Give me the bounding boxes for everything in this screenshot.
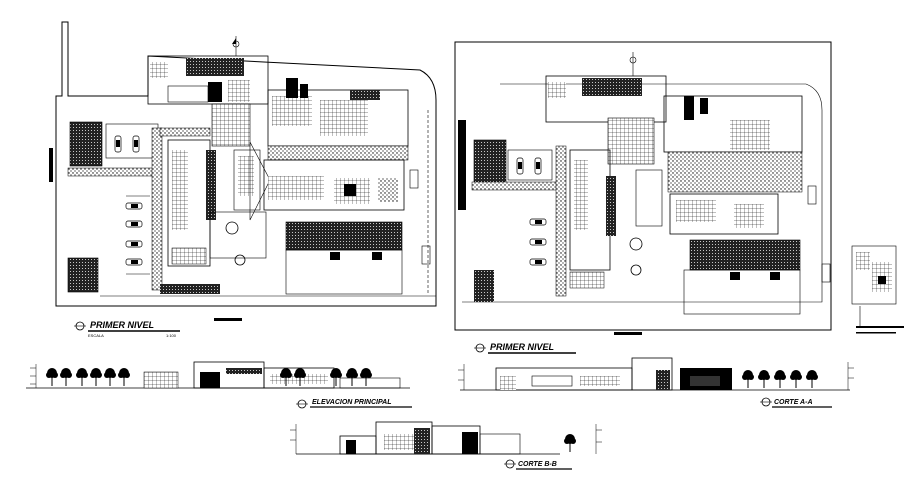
plan-1-scale-label: ESCALA xyxy=(88,333,104,338)
section-b-title: CORTE B-B xyxy=(518,461,557,468)
section-b-b: CORTE B-B xyxy=(290,421,602,470)
elevation-principal: ELEVACION PRINCIPAL xyxy=(26,361,412,409)
section-a-a: CORTE A-A xyxy=(458,357,854,408)
key-plan xyxy=(851,245,904,334)
plan-1-title: PRIMER NIVEL xyxy=(90,320,154,330)
plan-1-scale-value: 1:100 xyxy=(166,333,177,338)
plan-2-title: PRIMER NIVEL xyxy=(490,342,554,352)
elevation-title: ELEVACION PRINCIPAL xyxy=(312,399,391,406)
floor-plan-right: PRIMER NIVEL xyxy=(454,41,832,354)
floor-plan-left: PRIMER NIVEL ESCALA 1:100 xyxy=(49,21,437,338)
section-a-title: CORTE A-A xyxy=(774,399,813,406)
